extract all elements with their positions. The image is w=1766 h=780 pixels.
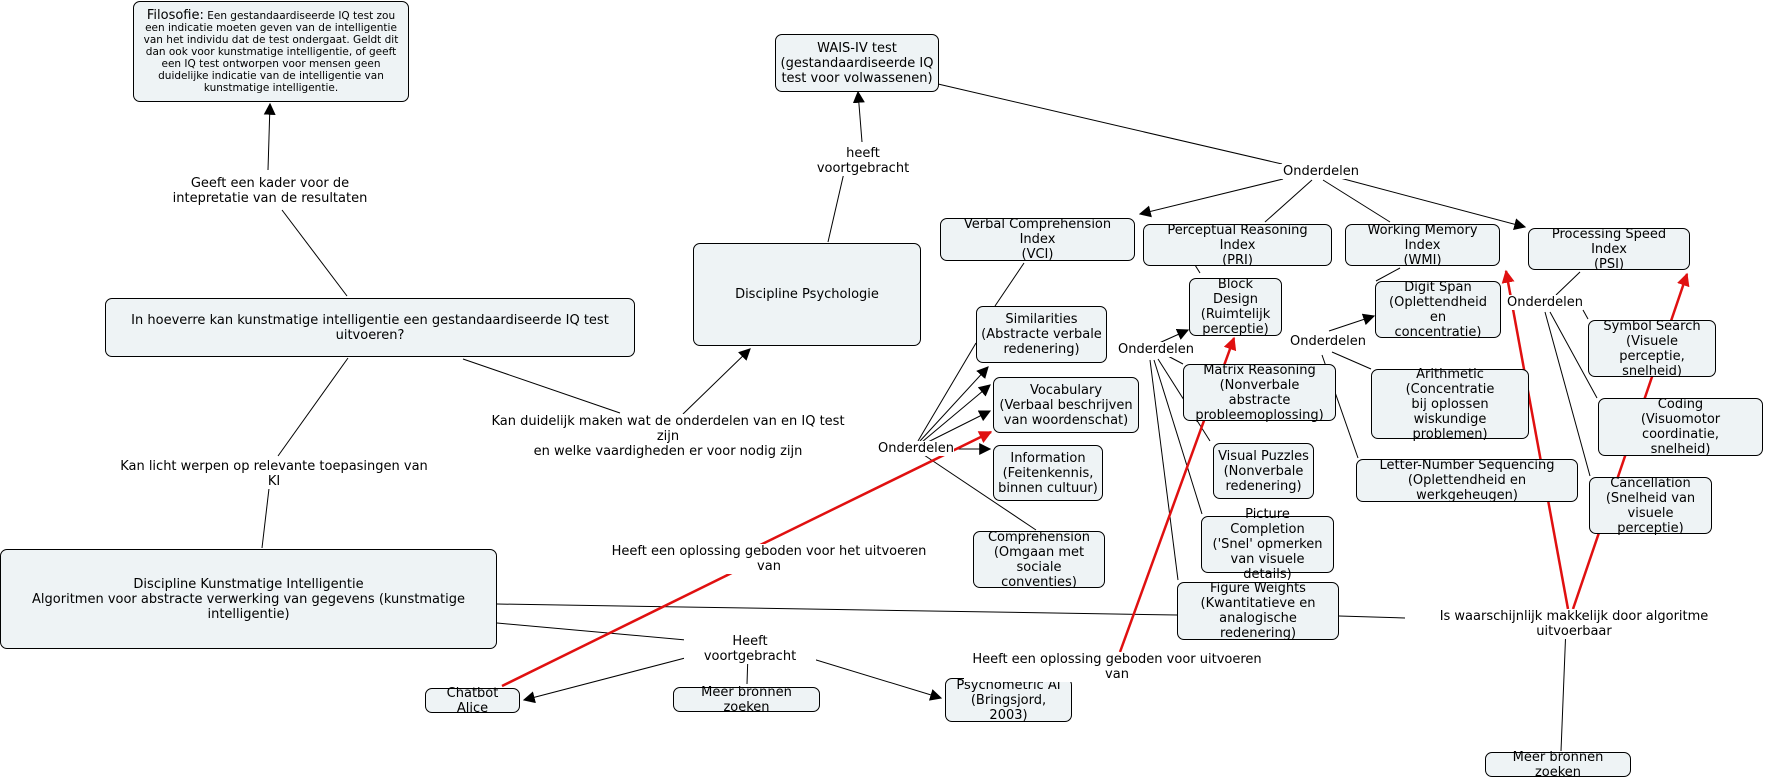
- link-onderdelen-weights: [1149, 359, 1179, 581]
- link-question-licht: [277, 357, 349, 457]
- link-onderdelen-symbolsearch: [1582, 309, 1589, 320]
- link-onderdelen-pri: [1264, 179, 1313, 223]
- link-onderdelen-comprehension: [923, 454, 1037, 531]
- link-onderdelen-cancellation: [1544, 311, 1591, 477]
- link-onderdelen-psi: [1339, 177, 1527, 231]
- link-vci-similarities: [994, 262, 1025, 307]
- link-onderdelen-similarities: [917, 342, 977, 442]
- link-onderdelen-arithmetic: [1331, 351, 1372, 370]
- label-onderdelen-wmi: Onderdelen: [1288, 334, 1366, 349]
- label-onderdelen-wais: Onderdelen: [1279, 164, 1363, 179]
- psychologie-node[interactable]: Discipline Psychologie: [693, 243, 921, 346]
- visual-puzzles-node[interactable]: Visual Puzzles (Nonverbale redenering): [1213, 443, 1314, 499]
- link-onderdelen-vocabulary-1: [919, 366, 989, 442]
- information-node[interactable]: Information (Feitenkennis, binnen cultuu…: [993, 445, 1103, 501]
- chatbot-alice-node[interactable]: Chatbot Alice: [425, 686, 520, 716]
- label-oplossing-2: Heeft een oplossing geboden voor uitvoer…: [964, 652, 1270, 682]
- link-onderdelen-digitspan: [1328, 313, 1376, 332]
- comprehension-node[interactable]: Comprehension (Omgaan met sociale conven…: [973, 530, 1105, 590]
- symbol-search-node[interactable]: Symbol Search (Visuele perceptie, snelhe…: [1588, 319, 1716, 379]
- link-licht-ki: [261, 479, 271, 549]
- meer-bronnen-node-1[interactable]: Meer bronnen zoeken: [673, 685, 820, 715]
- letter-number-node[interactable]: Letter-Number Sequencing (Oplettendheid …: [1356, 458, 1578, 503]
- link-duidelijk-psychologie: [682, 348, 751, 415]
- vci-node[interactable]: Verbal Comprehension Index (VCI): [940, 217, 1135, 262]
- label-kader: Geeft een kader voor de intepretatie van…: [168, 176, 372, 206]
- link-pri-blockdesign: [1194, 264, 1201, 274]
- link-onderdelen-vci: [1138, 178, 1284, 218]
- filosofie-node[interactable]: Filosofie: Een gestandaardiseerde IQ tes…: [133, 1, 409, 102]
- link-onderdelen-vocabulary-3: [923, 410, 992, 445]
- label-onderdelen-pri: Onderdelen: [1116, 342, 1194, 357]
- link-psychologie-voortgebracht: [827, 163, 847, 243]
- link-onderdelen-picture: [1153, 359, 1203, 515]
- picture-completion-node[interactable]: Picture Completion ('Snel' opmerken van …: [1201, 507, 1334, 582]
- label-onderdelen-vci: Onderdelen: [876, 441, 954, 456]
- link-onderdelen-vocabulary-2: [921, 384, 991, 443]
- link-figureweights-algoritme: [1338, 615, 1406, 619]
- link-psi-onderdelen: [1555, 271, 1581, 296]
- link-ki-voortgebracht: [496, 622, 687, 641]
- link-voortgebracht-chatbot: [522, 650, 713, 704]
- meer-bronnen-node-2[interactable]: Meer bronnen zoeken: [1485, 750, 1631, 780]
- filosofie-text: Een gestandaardiseerde IQ test zou een i…: [143, 9, 399, 94]
- matrix-reasoning-node[interactable]: Matrix Reasoning (Nonverbale abstracte p…: [1183, 363, 1336, 423]
- block-design-node[interactable]: Block Design (Ruimtelijk perceptie): [1189, 277, 1282, 337]
- psi-node[interactable]: Processing Speed Index (PSI): [1528, 227, 1690, 272]
- link-onderdelen-coding: [1549, 311, 1598, 399]
- link-kader-filosofie: [263, 102, 276, 171]
- link-algoritme-wmi: [1501, 269, 1570, 610]
- link-chatbot-oplossing: [501, 560, 755, 688]
- label-duidelijk: Kan duidelijk maken wat de onderdelen va…: [481, 414, 855, 459]
- link-ki-figureweights: [496, 603, 1178, 616]
- link-onderdelen-wmi: [1322, 179, 1391, 223]
- label-onderdelen-psi: Onderdelen: [1505, 295, 1583, 310]
- link-algoritme-meerbronnen: [1560, 625, 1567, 752]
- similarities-node[interactable]: Similarities (Abstracte verbale redeneri…: [976, 306, 1107, 363]
- ki-node[interactable]: Discipline Kunstmatige Intelligentie Alg…: [0, 549, 497, 649]
- coding-node[interactable]: Coding (Visuomotor coordinatie, snelheid…: [1598, 397, 1763, 457]
- label-licht: Kan licht werpen op relevante toepasinge…: [112, 459, 436, 489]
- label-oplossing-1: Heeft een oplossing geboden voor het uit…: [606, 544, 932, 574]
- wais-node[interactable]: WAIS-IV test (gestandaardiseerde IQ test…: [775, 34, 939, 92]
- arithmetic-node[interactable]: Arithmetic (Concentratie bij oplossen wi…: [1371, 367, 1529, 442]
- filosofie-title: Filosofie:: [146, 7, 204, 23]
- label-voortgebracht-lower: heeft voortgebracht: [796, 146, 930, 176]
- vocabulary-node[interactable]: Vocabulary (Verbaal beschrijven van woor…: [993, 377, 1139, 433]
- link-wais-onderdelen: [937, 83, 1283, 165]
- question-node[interactable]: In hoeverre kan kunstmatige intelligenti…: [105, 298, 635, 357]
- cancellation-node[interactable]: Cancellation (Snelheid van visuele perce…: [1589, 476, 1712, 536]
- digit-span-node[interactable]: Digit Span (Oplettendheid en concentrati…: [1375, 280, 1501, 340]
- link-question-duidelijk: [462, 358, 621, 414]
- pri-node[interactable]: Perceptual Reasoning Index (PRI): [1143, 223, 1332, 268]
- link-voortgebracht-wais: [852, 90, 865, 143]
- wmi-node[interactable]: Working Memory Index (WMI): [1345, 223, 1500, 268]
- label-algoritme: Is waarschijnlijk makkelijk door algorit…: [1405, 609, 1743, 639]
- link-wmi-digitspan: [1375, 267, 1401, 282]
- figure-weights-node[interactable]: Figure Weights (Kwantitatieve en analogi…: [1177, 581, 1339, 641]
- label-voortgebracht-upper: Heeft voortgebracht: [684, 634, 816, 664]
- link-question-kader: [281, 209, 348, 297]
- psychometric-ai-node[interactable]: Psychometric AI (Bringsjord, 2003): [945, 678, 1072, 723]
